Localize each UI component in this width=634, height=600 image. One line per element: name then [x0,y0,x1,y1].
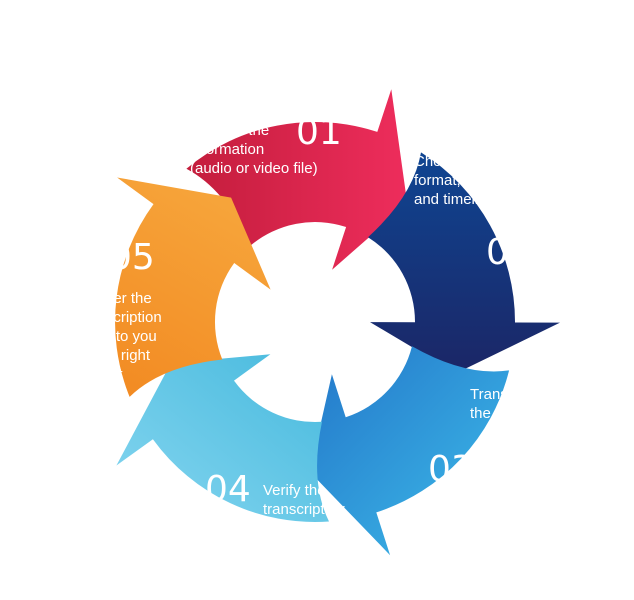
step-03-text: Transcribe the audio [470,386,541,422]
step-05-text: Deliver the transcription back to you in… [80,290,162,383]
step-02-arrow [368,152,560,374]
step-02-text: Choose the format, output and timeline [414,153,507,208]
step-04-number: 04 [205,469,251,510]
step-04-arrow [116,354,330,522]
step-05-number: 05 [109,237,155,278]
step-05-arrow [115,177,271,397]
step-01-text: Receive the information (audio or video … [190,122,318,177]
step-03-number: 03 [428,449,474,490]
step-01-number: 01 [296,112,342,153]
step-04-text: Verify the transcript by internal QA [263,482,345,537]
step-03-arrow [309,346,510,556]
step-02-number: 02 [486,232,532,273]
